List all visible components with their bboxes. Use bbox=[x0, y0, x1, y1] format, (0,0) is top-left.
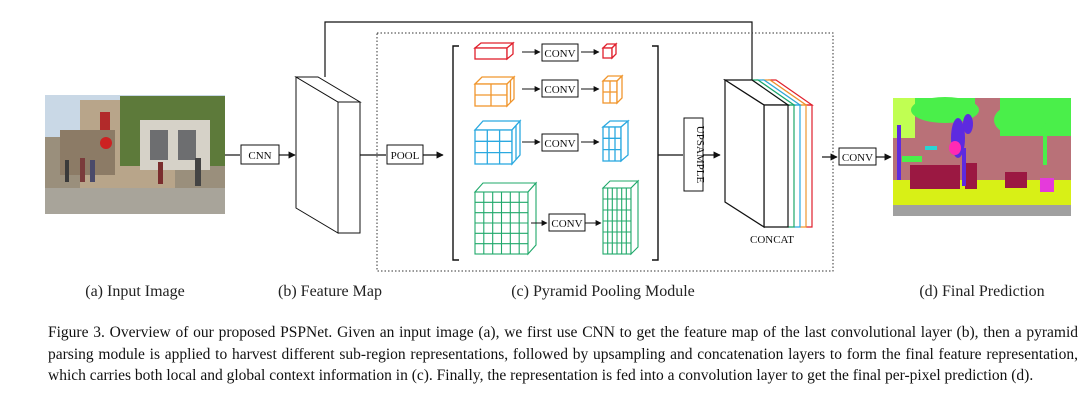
conv-label-4: CONV bbox=[551, 218, 582, 230]
left-bracket bbox=[452, 45, 459, 261]
conv-box-3 bbox=[541, 133, 579, 152]
pool-level-1-out bbox=[601, 42, 618, 60]
pool-level-3 bbox=[473, 119, 522, 166]
figure-caption: Figure 3. Overview of our proposed PSPNe… bbox=[48, 324, 1078, 384]
right-bracket bbox=[652, 45, 659, 261]
input-image bbox=[45, 95, 225, 214]
conv-box-2 bbox=[541, 79, 579, 98]
final-prediction bbox=[893, 97, 1071, 216]
conv-label-2: CONV bbox=[544, 84, 575, 96]
conv-label-1: CONV bbox=[544, 48, 575, 60]
subfigure-c-label: (c) Pyramid Pooling Module bbox=[511, 283, 695, 300]
subfigure-b-label: (b) Feature Map bbox=[278, 283, 382, 300]
cnn-label: CNN bbox=[248, 150, 271, 162]
subfigure-d-label: (d) Final Prediction bbox=[919, 283, 1044, 300]
pool-level-3-out bbox=[601, 119, 630, 163]
pool-level-2-out bbox=[601, 74, 624, 105]
pspnet-diagram: CNN POOL CONV CONV bbox=[45, 21, 1071, 300]
concat-label: CONCAT bbox=[750, 234, 794, 246]
upsample-label: UPSAMPLE bbox=[694, 126, 706, 184]
conv-label-final: CONV bbox=[842, 152, 873, 164]
pyramid-pooling-frame bbox=[376, 32, 834, 272]
conv-box-1 bbox=[541, 43, 579, 62]
pool-level-1 bbox=[473, 41, 515, 61]
pool-level-4 bbox=[473, 181, 538, 256]
concat-block bbox=[722, 78, 814, 229]
subfigure-a-label: (a) Input Image bbox=[85, 283, 185, 300]
conv-label-3: CONV bbox=[544, 138, 575, 150]
pool-level-2 bbox=[473, 75, 516, 108]
pool-label: POOL bbox=[391, 150, 420, 162]
feature-map bbox=[294, 76, 362, 234]
pool-level-4-out bbox=[601, 179, 640, 256]
